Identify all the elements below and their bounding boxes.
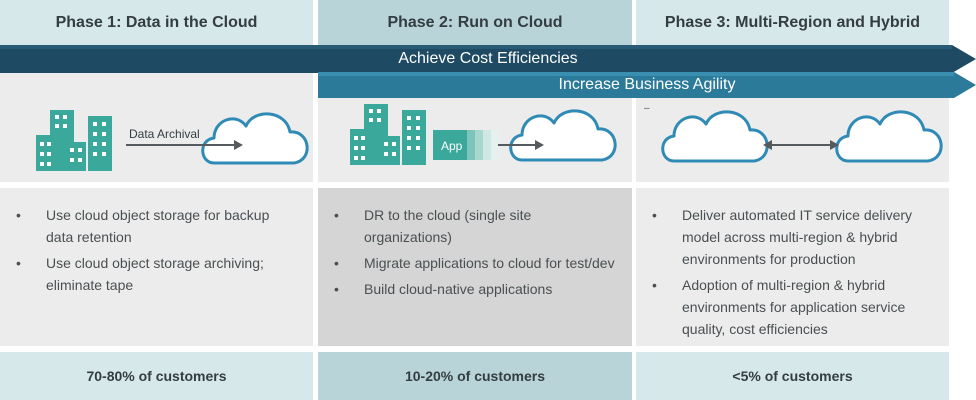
phase-1-cloud-icon xyxy=(201,112,309,165)
phase-1-illustration-label: Data Archival xyxy=(129,127,200,141)
phase-3-bullets-panel: Deliver automated IT service delivery mo… xyxy=(636,188,949,346)
business-agility-label: Increase Business Agility xyxy=(558,76,736,93)
phase-1-bullets-panel: Use cloud object storage for backup data… xyxy=(0,188,313,346)
business-agility-arrow xyxy=(318,72,976,98)
phase-1-customer-share: 70-80% of customers xyxy=(86,368,227,384)
phase-2-arrow xyxy=(498,140,544,150)
phase-1-title: Phase 1: Data in the Cloud xyxy=(55,13,258,31)
phase-1-bullet-2: Use cloud object storage archiving; elim… xyxy=(14,252,299,296)
phase-1-arrow xyxy=(126,140,243,150)
cost-efficiency-banner: Achieve Cost Efficiencies xyxy=(0,45,976,73)
phase-1-bullet-1: Use cloud object storage for backup data… xyxy=(14,204,299,248)
phase-2-bullet-1: DR to the cloud (single site organizatio… xyxy=(332,204,618,248)
phase-3-bullet-list: Deliver automated IT service delivery mo… xyxy=(650,204,935,340)
phase-1-buildings-icon xyxy=(36,110,112,171)
phase-3-customer-share: <5% of customers xyxy=(732,368,853,384)
phase-3-header: Phase 3: Multi-Region and Hybrid xyxy=(636,0,949,45)
phase-2-bullet-3: Build cloud-native applications xyxy=(332,278,618,300)
phase-2-app-label: App xyxy=(441,139,463,153)
phase-2-bullets-panel: DR to the cloud (single site organizatio… xyxy=(318,188,632,346)
phase-2-buildings-icon xyxy=(350,104,426,165)
phase-2-app-icon xyxy=(433,130,499,160)
phase-2-customer-share: 10-20% of customers xyxy=(404,368,546,384)
cost-efficiency-label: Achieve Cost Efficiencies xyxy=(398,50,578,67)
cost-efficiency-arrow xyxy=(0,45,976,73)
phase-2-header: Phase 2: Run on Cloud xyxy=(318,0,632,45)
phase-3-bidirectional-arrow xyxy=(763,140,839,150)
phase-3-title: Phase 3: Multi-Region and Hybrid xyxy=(664,13,921,31)
phase-3-illustration-label: – xyxy=(644,103,650,114)
phase-2-footer: 10-20% of customers xyxy=(318,352,632,400)
business-agility-banner: Increase Business Agility xyxy=(318,68,976,102)
phase-2-bullet-2: Migrate applications to cloud for test/d… xyxy=(332,252,618,274)
phase-1-bullet-list: Use cloud object storage for backup data… xyxy=(14,204,299,296)
phase-3-cloud-right-icon xyxy=(835,110,943,163)
phase-3-bullet-2: Adoption of multi-region & hybrid enviro… xyxy=(650,274,935,340)
phase-1-footer: 70-80% of customers xyxy=(0,352,313,400)
phase-3-cloud-left-icon xyxy=(661,110,769,163)
phase-2-bullet-list: DR to the cloud (single site organizatio… xyxy=(332,204,618,300)
phase-3-bullet-1: Deliver automated IT service delivery mo… xyxy=(650,204,935,270)
phase-3-footer: <5% of customers xyxy=(636,352,949,400)
phase-1-header: Phase 1: Data in the Cloud xyxy=(0,0,313,45)
phase-2-title: Phase 2: Run on Cloud xyxy=(387,13,563,31)
phase-2-cloud-icon xyxy=(509,109,617,162)
